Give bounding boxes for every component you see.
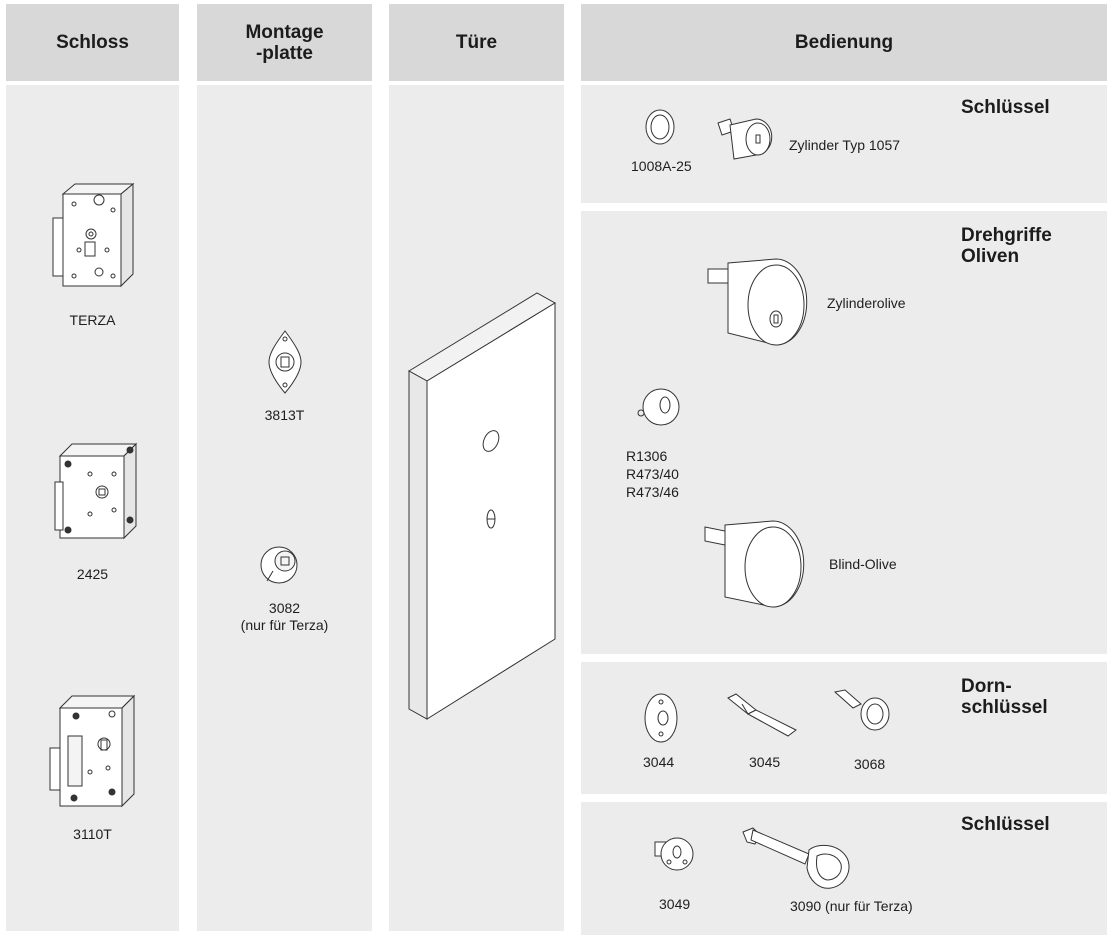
header-montageplatte: Montage -platte xyxy=(197,4,372,81)
label-3044: 3044 xyxy=(643,754,675,770)
label-r47346: R473/46 xyxy=(626,484,679,500)
label-r47340: R473/40 xyxy=(626,466,679,482)
plate-3082-illustration xyxy=(259,541,303,587)
key-3090-illustration xyxy=(739,822,869,896)
section-title-schluessel-2: Schlüssel xyxy=(961,814,1050,835)
schloss-body: TERZA 2425 3110T xyxy=(6,85,179,931)
column-montageplatte: Montage -platte 3813T 3082 (nur für Terz… xyxy=(197,4,372,931)
label-3049: 3049 xyxy=(659,896,691,912)
rosette-3044-illustration xyxy=(641,690,681,746)
montage-label-3082-note: (nur für Terza) xyxy=(240,617,329,633)
ring-1008a25-illustration xyxy=(643,107,677,147)
key-3068-illustration xyxy=(831,686,901,736)
section-title-drehgriffe-line2: Oliven xyxy=(961,246,1020,267)
montage-label-3082: 3082 xyxy=(268,600,301,616)
column-schloss: Schloss TERZA 2425 xyxy=(6,4,179,931)
terza-lock-illustration xyxy=(49,180,139,295)
section-drehgriffe-oliven: Drehgriffe Oliven Zylinderolive R1306 R4… xyxy=(581,211,1107,654)
section-title-dorn-line1: Dorn- xyxy=(961,676,1012,697)
label-1008a25: 1008A-25 xyxy=(631,158,692,174)
header-bedienung: Bedienung xyxy=(581,4,1107,81)
section-title-drehgriffe: Drehgriffe Oliven xyxy=(961,225,1052,267)
door-illustration xyxy=(407,291,557,721)
cylinder-1057-illustration xyxy=(716,115,776,165)
section-title-dornschluessel: Dorn- schlüssel xyxy=(961,676,1048,718)
column-bedienung: Bedienung Schlüssel 1008A-25 Zylinder Ty… xyxy=(581,4,1107,935)
montage-label-3813t: 3813T xyxy=(264,407,305,423)
label-3045: 3045 xyxy=(749,754,781,770)
section-schluessel-2: Schlüssel 3049 3090 (nur für Terza) xyxy=(581,802,1107,935)
header-montage-line1: Montage xyxy=(245,21,324,43)
label-r1306: R1306 xyxy=(626,448,668,464)
plate-3813t-illustration xyxy=(267,329,303,395)
label-blind-olive: Blind-Olive xyxy=(829,556,897,572)
zylinderolive-illustration xyxy=(706,253,816,353)
section-title-dorn-line2: schlüssel xyxy=(961,697,1048,718)
label-3090: 3090 (nur für Terza) xyxy=(790,898,913,914)
lock-3110t-illustration xyxy=(46,688,146,813)
schloss-label-2425: 2425 xyxy=(76,566,109,582)
dorn-3045-illustration xyxy=(726,692,798,740)
label-3068: 3068 xyxy=(854,756,886,772)
rosette-r1306-illustration xyxy=(633,383,683,431)
lock-2425-illustration xyxy=(50,434,140,549)
section-title-schluessel-1: Schlüssel xyxy=(961,97,1050,118)
label-zylinderolive: Zylinderolive xyxy=(827,295,906,311)
label-zylinder-1057: Zylinder Typ 1057 xyxy=(789,137,901,153)
tuere-body xyxy=(389,85,564,931)
schloss-label-3110t: 3110T xyxy=(73,826,112,842)
section-schluessel-1: Schlüssel 1008A-25 Zylinder Typ 1057 xyxy=(581,85,1107,203)
rosette-3049-illustration xyxy=(651,834,697,874)
header-tuere: Türe xyxy=(389,4,564,81)
header-schloss: Schloss xyxy=(6,4,179,81)
column-tuere: Türe xyxy=(389,4,564,931)
blind-olive-illustration xyxy=(703,517,813,617)
section-title-drehgriffe-line1: Drehgriffe xyxy=(961,225,1052,246)
header-montage-line2: -platte xyxy=(255,42,313,64)
montageplatte-body: 3813T 3082 (nur für Terza) xyxy=(197,85,372,931)
section-dornschluessel: Dorn- schlüssel 3044 3045 3068 xyxy=(581,662,1107,794)
schloss-label-terza: TERZA xyxy=(69,312,116,328)
